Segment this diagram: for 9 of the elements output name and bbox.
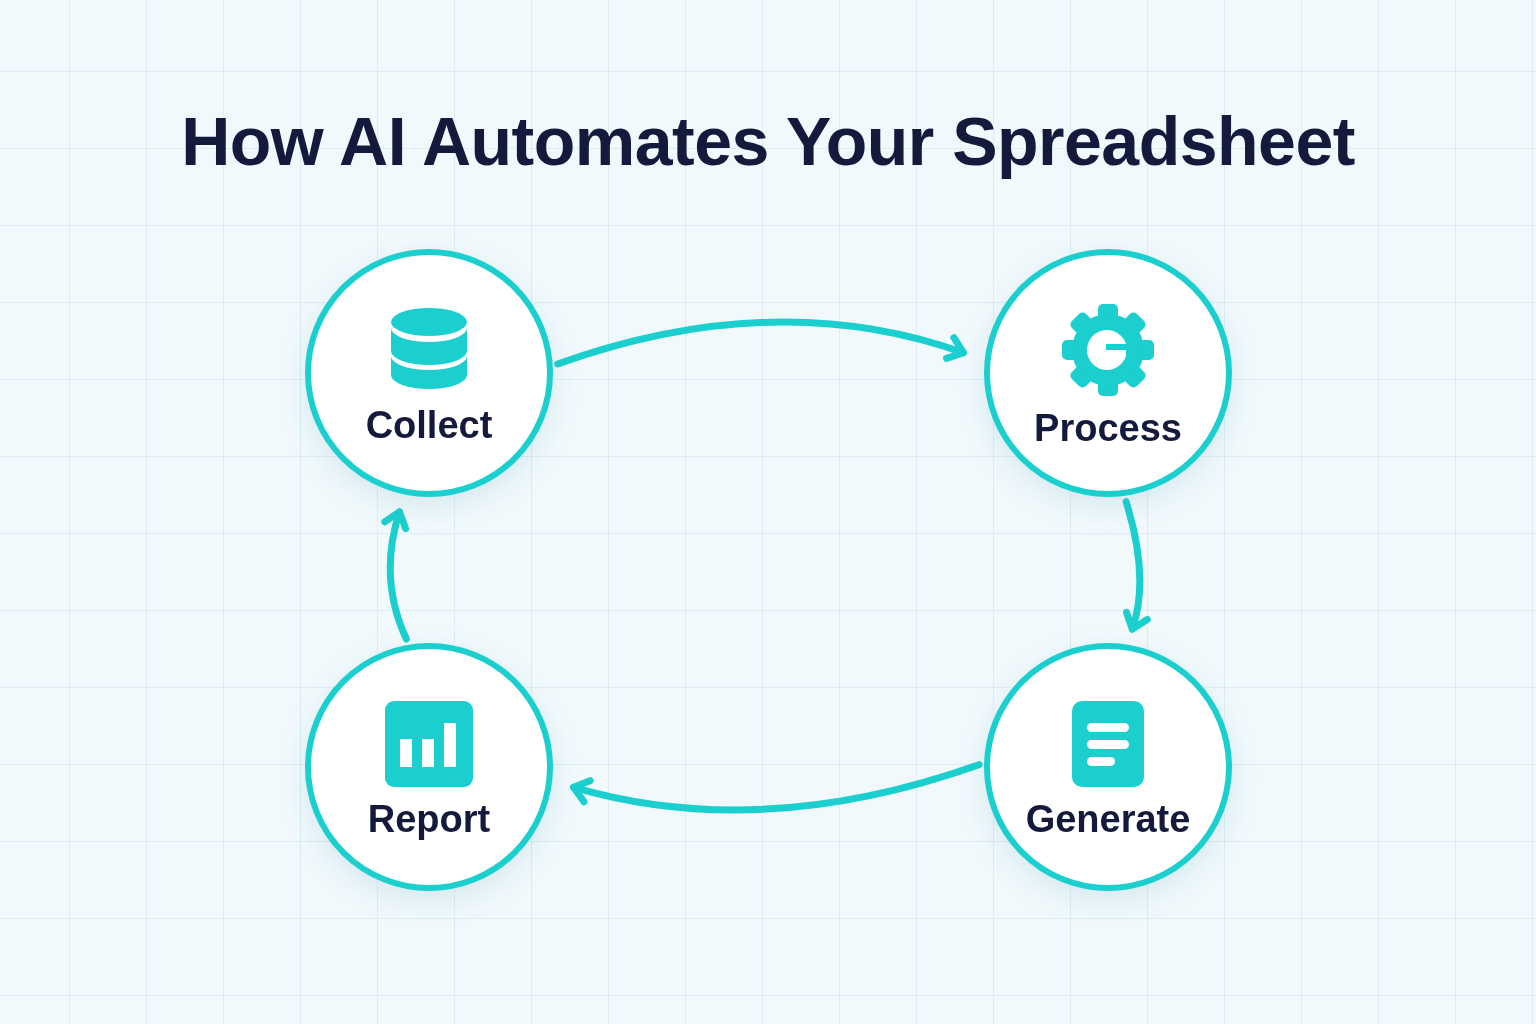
step-label: Generate — [1025, 797, 1191, 841]
curved-arrow — [570, 761, 983, 814]
curved-arrow — [1122, 498, 1151, 633]
step-label: Report — [367, 797, 491, 841]
curved-arrow — [554, 318, 967, 368]
step-label: Process — [1034, 406, 1182, 450]
title: How AI Automates Your Spreadsheet — [181, 102, 1355, 180]
step-label: Collect — [365, 403, 493, 447]
curved-arrow — [381, 508, 410, 643]
